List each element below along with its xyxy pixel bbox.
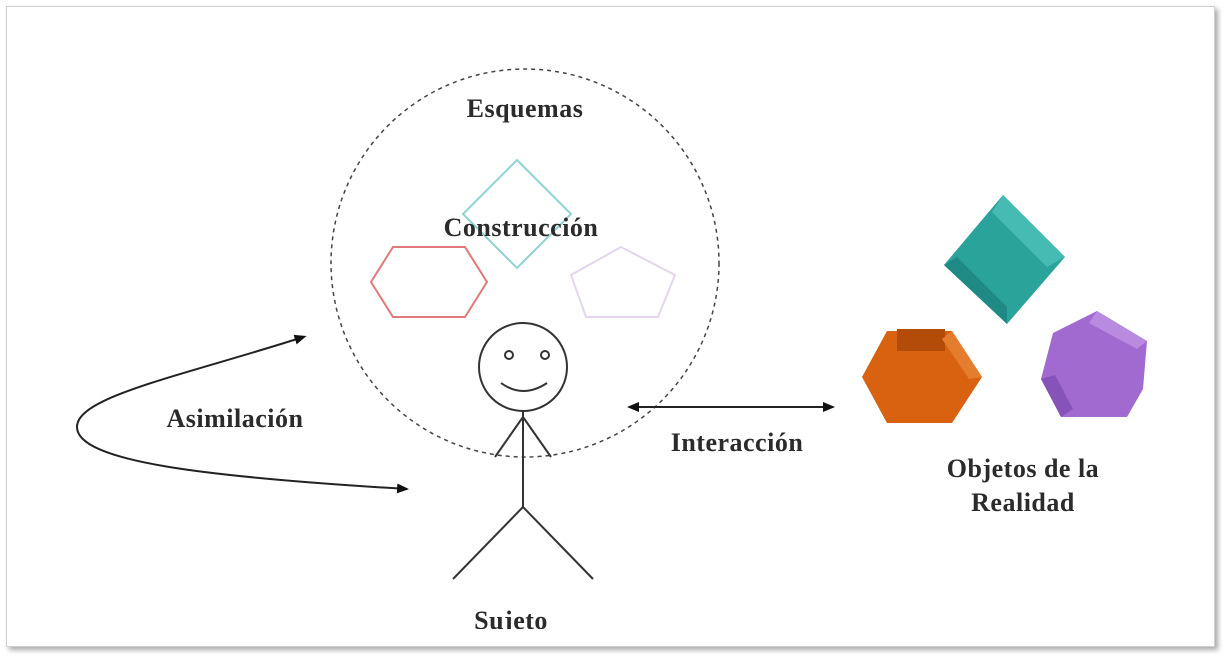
subject-right-eye (540, 350, 550, 360)
teal-object (944, 195, 1065, 324)
diagram-svg: Esquemas Construcción Su (75, 68, 1147, 629)
schemas-label: Esquemas (467, 94, 584, 123)
subject-figure (452, 322, 594, 580)
objects-label-line1: Objetos de la (947, 454, 1099, 483)
subject-left-arm (494, 416, 524, 458)
diamond-outline-shape (461, 158, 573, 270)
hexagon-outline-shape (369, 246, 489, 318)
subject-right-arm (522, 416, 552, 458)
subject-left-leg (452, 506, 524, 580)
diagram-canvas: Esquemas Construcción Su (7, 7, 1214, 629)
pentagon-outline-shape (569, 245, 677, 318)
schemas-circle (330, 68, 720, 458)
diagram-frame: Esquemas Construcción Su (6, 6, 1215, 647)
objects-label-line2: Realidad (971, 488, 1075, 517)
construction-label: Construcción (444, 213, 599, 242)
assimilation-arrow-curve (75, 334, 409, 494)
subject-right-leg (522, 506, 594, 580)
subject-left-eye (504, 350, 514, 360)
interaction-label: Interacción (671, 428, 804, 457)
assimilation-label: Asimilación (167, 404, 304, 433)
subject-head (478, 322, 568, 412)
orange-object (862, 329, 982, 423)
subject-smile (500, 382, 548, 392)
subject-label: Sujeto (474, 606, 548, 629)
purple-object (1041, 311, 1147, 417)
